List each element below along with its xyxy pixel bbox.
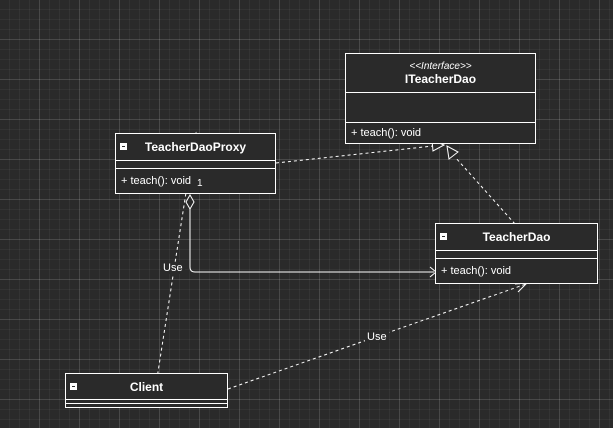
teacherdao-header: TeacherDao: [436, 224, 597, 250]
client-attributes: [66, 399, 227, 403]
interface-iteacherdao[interactable]: <<Interface>> ITeacherDao + teach(): voi…: [345, 53, 536, 144]
class-client[interactable]: Client: [65, 373, 228, 408]
proxy-methods: + teach(): void: [116, 168, 275, 193]
aggregation-edge[interactable]: [189, 209, 434, 273]
teacherdao-name: TeacherDao: [482, 230, 551, 244]
teacherdao-methods: + teach(): void: [436, 258, 597, 283]
class-teacherdaoproxy[interactable]: TeacherDaoProxy + teach(): void: [115, 133, 276, 194]
collapse-toggle-icon[interactable]: [120, 143, 127, 150]
proxy-attributes: [116, 160, 275, 168]
aggregation-diamond: [185, 193, 195, 211]
use-label-proxy: Use: [161, 262, 185, 274]
collapse-toggle-icon[interactable]: [70, 382, 77, 390]
interface-attributes: [346, 92, 535, 122]
class-teacherdao[interactable]: TeacherDao + teach(): void: [435, 223, 598, 284]
use-arrowhead-teacherdao: [514, 282, 529, 293]
teacherdao-attributes: [436, 250, 597, 258]
use-label-teacherdao: Use: [365, 331, 389, 343]
client-header: Client: [66, 374, 227, 399]
client-methods: [66, 403, 227, 407]
interface-name: ITeacherDao: [404, 71, 477, 86]
interface-methods: + teach(): void: [346, 122, 535, 143]
realization-arrowhead-teacherdao: [446, 145, 459, 160]
teacherdao-method[interactable]: + teach(): void: [441, 265, 512, 277]
aggregation-multiplicity: 1: [197, 178, 203, 189]
interface-header: <<Interface>> ITeacherDao: [346, 54, 535, 92]
realization-edge-proxy[interactable]: [275, 145, 434, 164]
proxy-header: TeacherDaoProxy: [116, 134, 275, 160]
proxy-method[interactable]: + teach(): void: [121, 175, 192, 187]
client-name: Client: [129, 379, 164, 394]
proxy-name: TeacherDaoProxy: [144, 140, 247, 154]
realization-edge-teacherdao[interactable]: [454, 156, 516, 225]
interface-stereotype: <<Interface>>: [409, 60, 472, 72]
interface-method[interactable]: + teach(): void: [351, 127, 422, 139]
collapse-toggle-icon[interactable]: [440, 233, 447, 240]
